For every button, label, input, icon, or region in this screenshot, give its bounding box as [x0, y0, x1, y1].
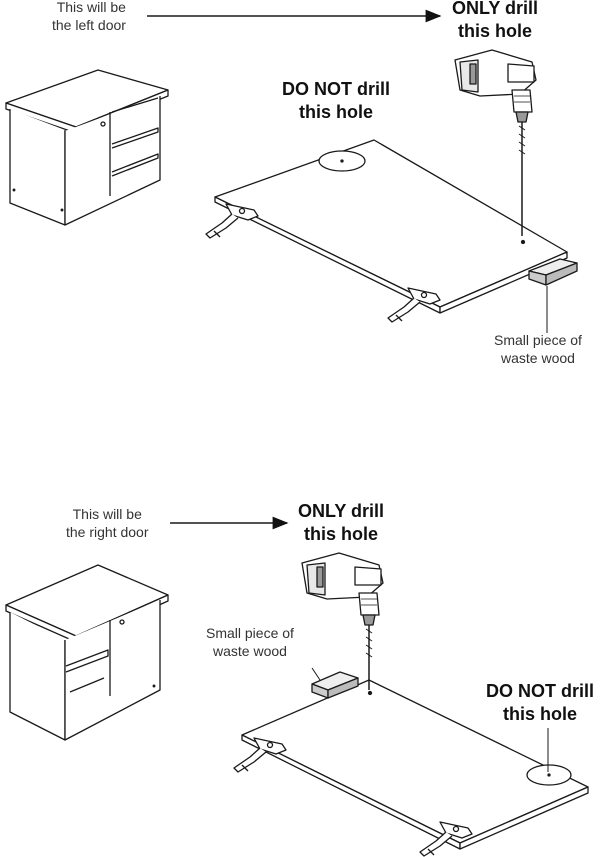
- bottom-waste-wood-block: [311, 671, 359, 699]
- top-only-drill-label: ONLY drill this hole: [452, 0, 539, 42]
- top-do-not-drill-label: DO NOT drill this hole: [282, 79, 390, 123]
- bottom-cabinet-icon: [5, 564, 169, 741]
- bottom-drill-hole: [367, 690, 373, 696]
- bottom-do-not-drill-label: DO NOT drill this hole: [486, 681, 594, 725]
- bottom-only-drill-label: ONLY drill this hole: [298, 501, 385, 545]
- bottom-door-panel: [241, 679, 589, 850]
- left-door-note: This will be the left door: [52, 0, 126, 33]
- right-door-note: This will be the right door: [66, 506, 149, 540]
- bottom-hinge-right: [419, 821, 473, 857]
- top-drill-hole: [520, 239, 526, 245]
- top-hinge-right: [387, 287, 441, 323]
- top-waste-wood-block: [528, 258, 578, 286]
- top-drill-icon: [454, 49, 537, 236]
- top-waste-wood-label: Small piece of waste wood: [494, 332, 582, 366]
- bottom-drill-icon: [301, 552, 384, 690]
- top-door-panel: [214, 139, 568, 314]
- top-cabinet-icon: [5, 69, 169, 226]
- bottom-hinge-left: [233, 737, 287, 773]
- bottom-waste-wood-label: Small piece of waste wood: [206, 625, 294, 659]
- top-hinge-left: [205, 203, 259, 239]
